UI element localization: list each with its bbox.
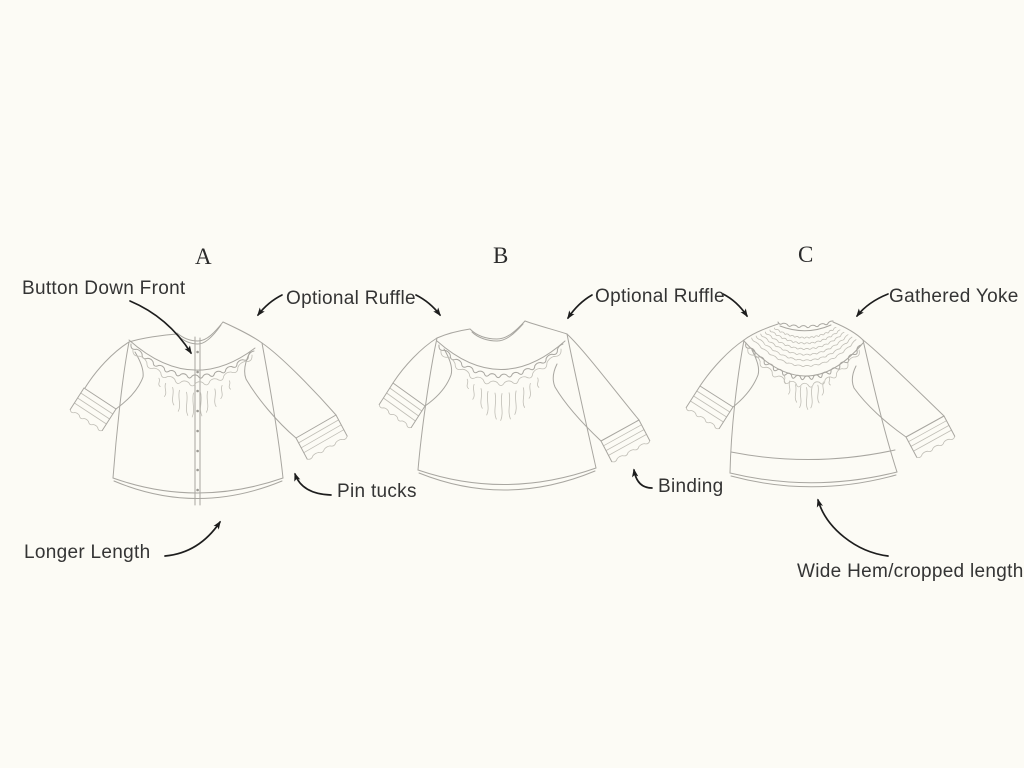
label-optional-ruffle-bc: Optional Ruffle [595,286,725,307]
label-gathered-yoke: Gathered Yoke [889,286,1019,307]
view-b-drawing [378,320,651,491]
label-optional-ruffle-ab: Optional Ruffle [286,288,416,309]
arrow-binding [631,468,653,489]
label-button-down-front: Button Down Front [22,278,186,299]
arrow-optional-ruffle-to-c [722,293,748,318]
arrow-gathered-yoke [856,293,889,318]
arrow-optional-ruffle-to-b-left [415,294,441,317]
arrow-pin-tucks [294,472,332,496]
arrow-longer-length [164,520,221,557]
annotation-arrows [129,293,889,557]
arrow-optional-ruffle-to-a [257,294,283,317]
arrow-optional-ruffle-to-b-right [567,294,593,320]
label-wide-hem-cropped: Wide Hem/cropped length [797,561,1024,582]
arrow-button-down-front [129,300,192,355]
view-a-title: A [195,244,212,269]
arrow-wide-hem [816,498,889,557]
view-b-title: B [493,243,509,268]
label-binding: Binding [658,476,724,497]
label-pin-tucks: Pin tucks [337,481,417,502]
view-c-drawing [685,320,956,488]
view-a-drawing [69,321,348,506]
label-longer-length: Longer Length [24,542,151,563]
view-c-title: C [798,242,814,267]
